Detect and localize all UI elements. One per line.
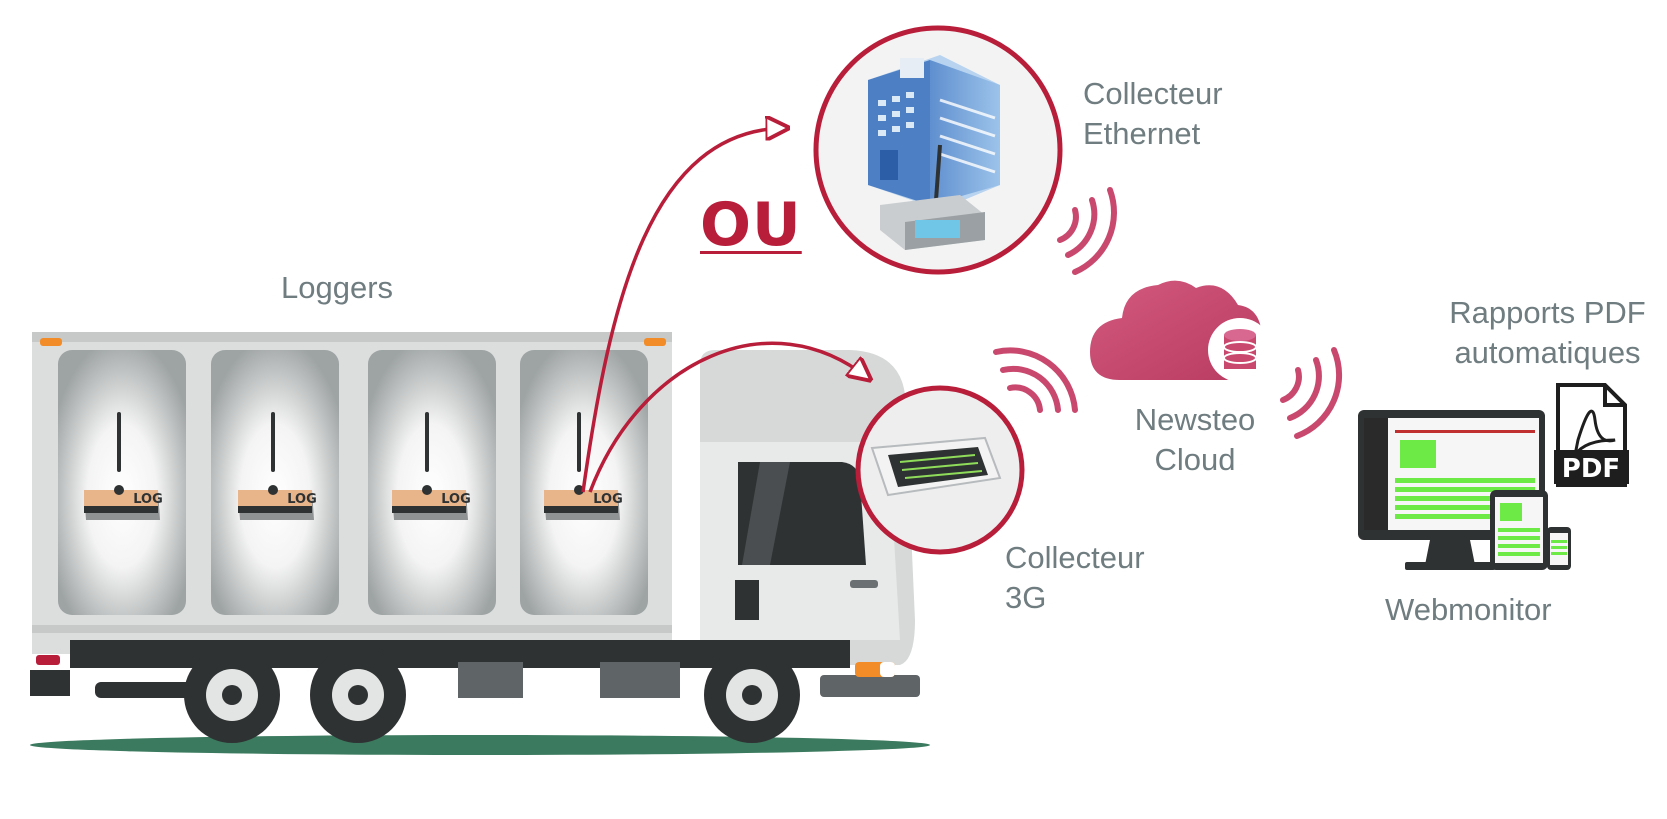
wheel-2 [310,647,406,743]
truck-door-handle [850,580,878,588]
truck-bumper [820,675,920,697]
collector-3g-label: Collecteur 3G [1005,538,1145,617]
container-bottom-strip [32,625,672,633]
battery-box [600,662,680,698]
logger-brand: LOG [133,492,163,507]
truck-headlight-white [880,662,895,677]
truck-mirror [735,580,759,620]
wheel-3 [704,647,800,743]
collector-3g-icon [855,385,1025,555]
ground-shadow [30,735,930,755]
ethernet-label: Collecteur Ethernet [1083,74,1223,153]
webmonitor-label: Webmonitor [1385,592,1552,627]
collector-3g-label-line2: 3G [1005,579,1047,615]
pdf-reports-label-line1: Rapports PDF [1449,295,1646,330]
compartment-2 [211,350,339,615]
truck-container-top [32,332,672,342]
pdf-file-icon: PDF [1554,383,1629,487]
cloud-icon [1090,280,1272,382]
ethernet-device [880,144,985,250]
pdf-reports-label: Rapports PDF automatiques [1440,293,1655,372]
logger-2: LOG [238,412,317,520]
logger-brand: LOG [287,492,317,507]
compartment-1 [58,350,186,615]
cloud-label-line1: Newsteo [1134,402,1256,437]
wifi-waves-icon [993,187,1343,439]
wheel-1 [184,647,280,743]
phone-icon [1547,527,1571,570]
collector-3g-label-line1: Collecteur [1005,540,1145,575]
logger-4: LOG [544,412,623,520]
cloud-label: Newsteo Cloud [1125,400,1265,479]
ethernet-collector [813,25,1063,275]
rear-bumper [30,670,70,696]
ethernet-label-line1: Collecteur [1083,76,1223,111]
pdf-reports-label-line2: automatiques [1454,334,1641,370]
building-icon [868,55,1000,210]
or-label: OU [700,190,802,260]
marker-light-left [40,338,62,346]
logger-brand: LOG [441,492,471,507]
logger-brand: LOG [593,492,623,507]
pdf-badge-label: PDF [1562,454,1620,484]
truck-window-shine [742,462,790,565]
logger-1: LOG [84,412,163,520]
cloud-label-line2: Cloud [1154,441,1236,477]
arrow-to-ethernet [581,128,785,493]
rear-light [36,655,60,665]
ethernet-label-line2: Ethernet [1083,115,1201,151]
marker-light-right [644,338,666,346]
fuel-tank [458,662,523,698]
logger-3: LOG [392,412,471,520]
side-step [95,682,205,698]
tablet-icon [1490,490,1548,570]
loggers-label: Loggers [281,270,394,305]
arrow-to-3g [588,341,868,493]
database-icon [1208,318,1272,382]
truck-icon [30,332,920,743]
compartment-3 [368,350,496,615]
